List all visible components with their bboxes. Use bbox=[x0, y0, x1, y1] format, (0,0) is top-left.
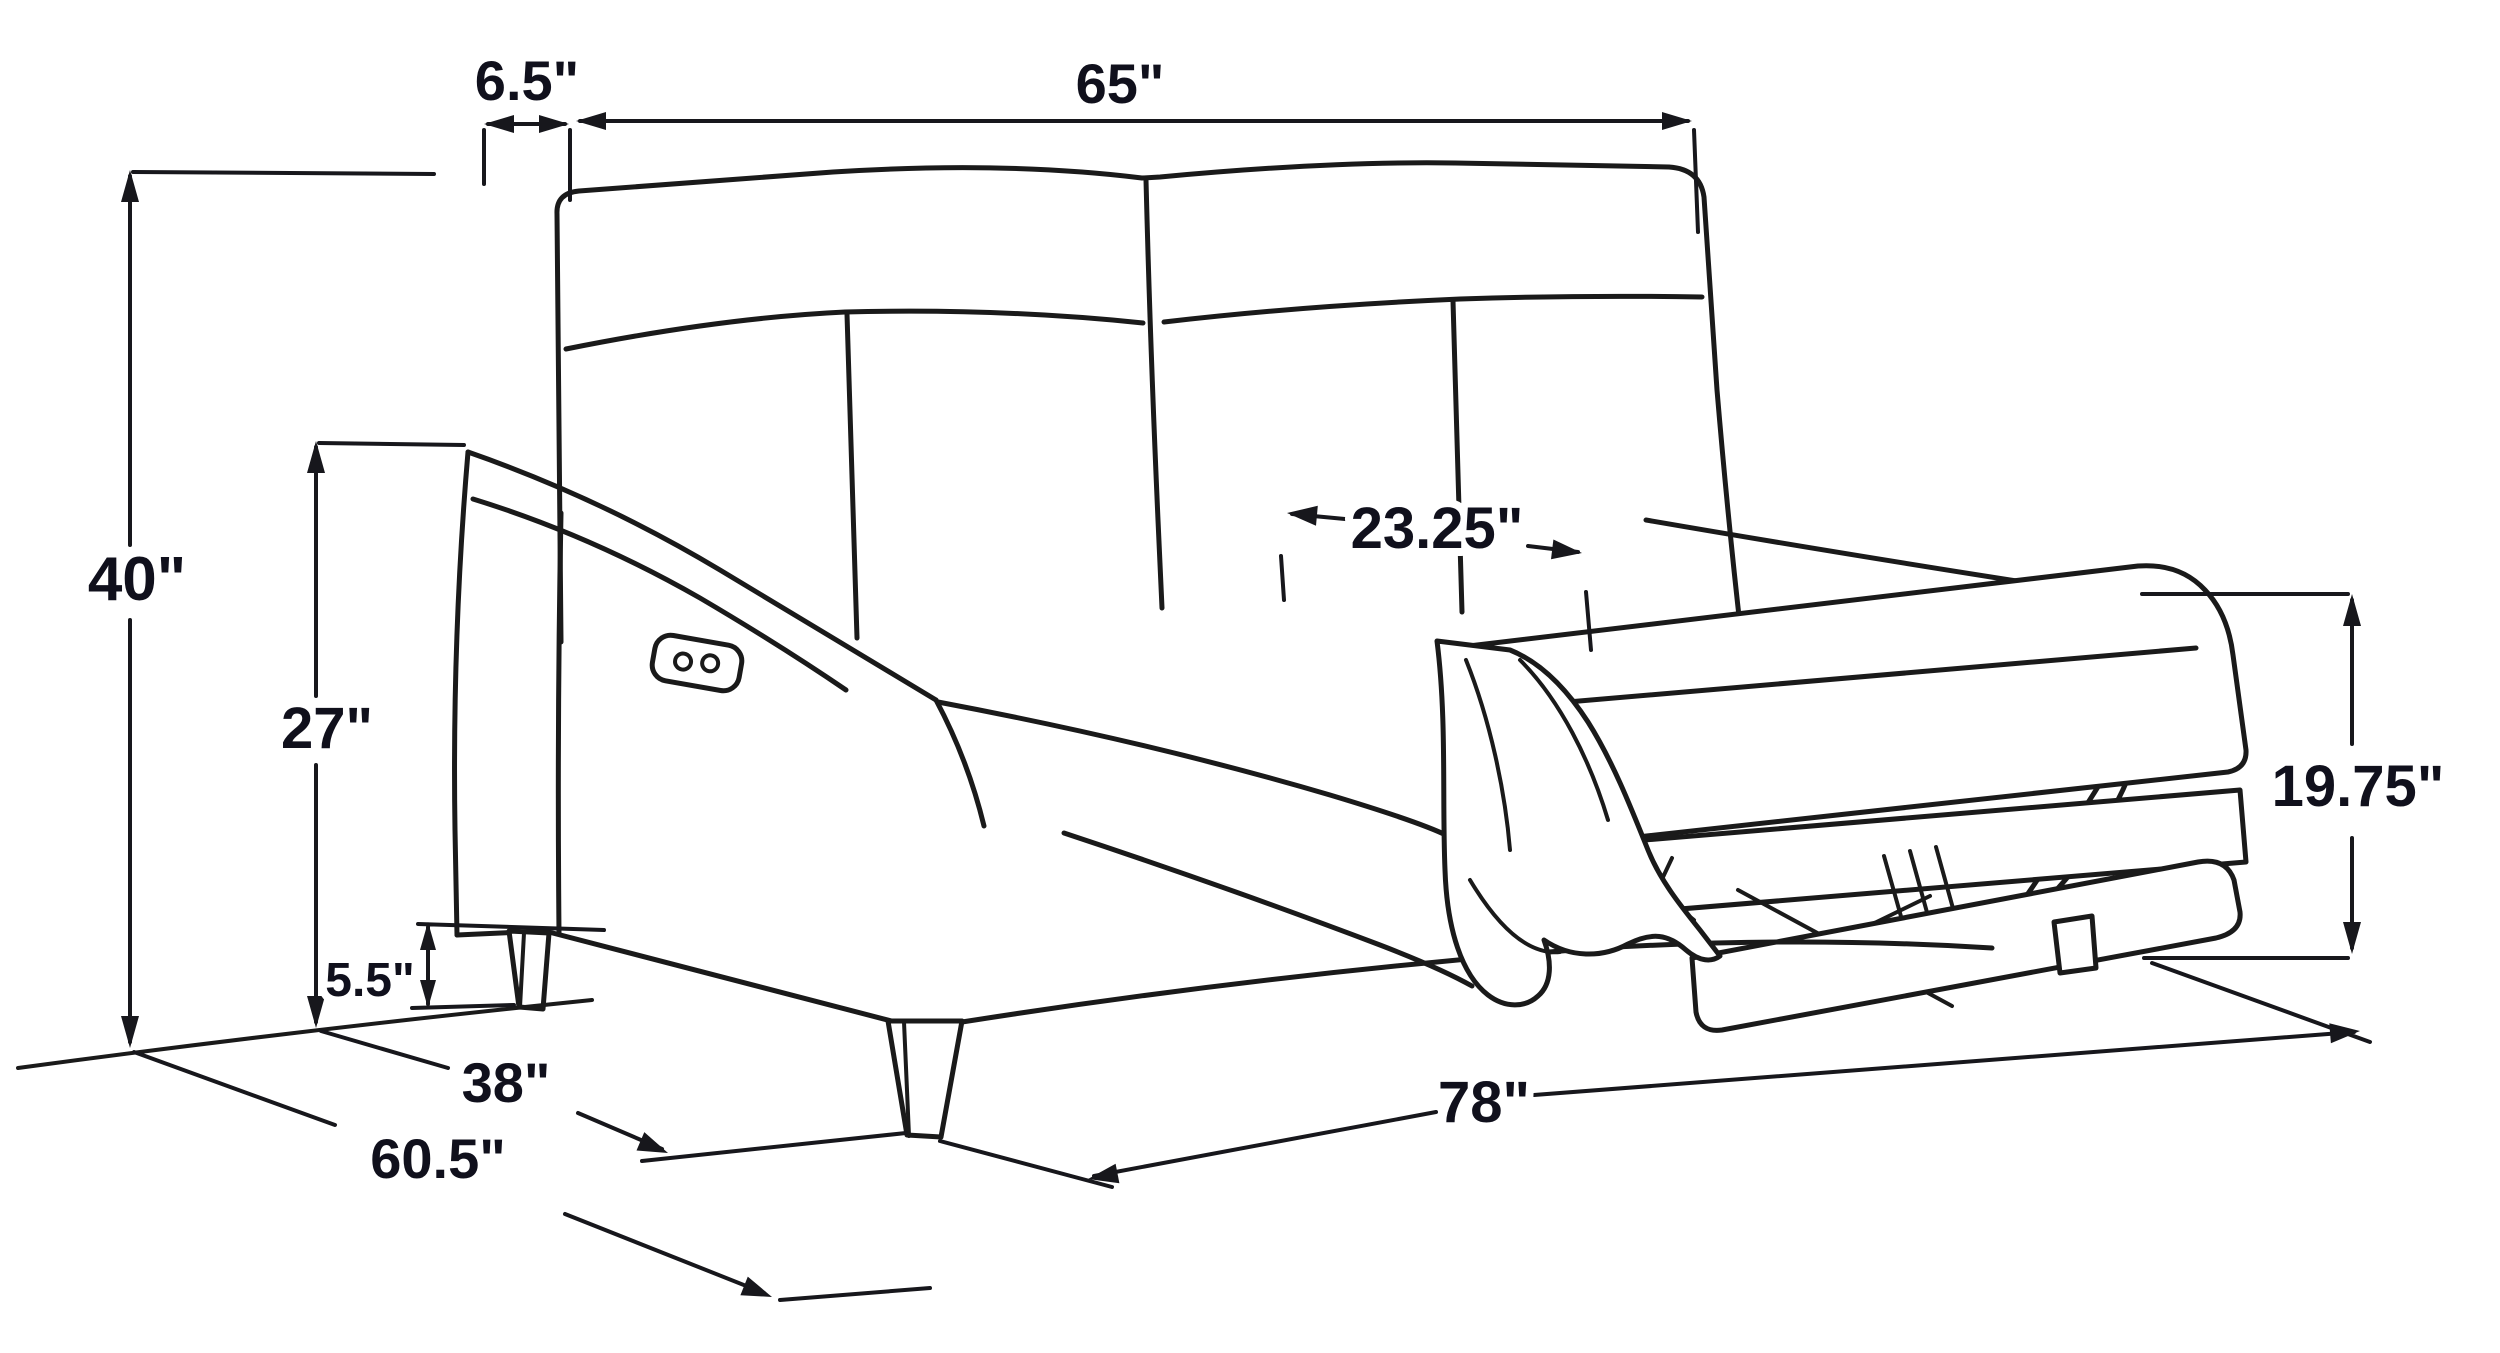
label-overall-depth: 60.5" bbox=[370, 1127, 506, 1190]
arm-front-seam bbox=[555, 510, 564, 936]
dim-arm-height: 27" bbox=[273, 441, 466, 1028]
label-arm-height: 27" bbox=[281, 696, 373, 761]
dimension-annotations: 40" 27" 5.5" 6.5" 65" bbox=[80, 41, 2452, 1302]
ground-line bbox=[16, 998, 594, 1070]
seat-front-edge bbox=[935, 699, 1451, 839]
sofa-legs bbox=[506, 928, 965, 1140]
arm-roll-seam bbox=[470, 496, 849, 693]
headrest-seam-left bbox=[563, 308, 1146, 352]
left-back-cushion-seam bbox=[844, 311, 860, 641]
dim-arm-width: 6.5" bbox=[467, 41, 587, 202]
dim-overall-height: 40" bbox=[80, 170, 436, 1048]
label-overall-width: 78" bbox=[1438, 1070, 1530, 1135]
label-arm-width: 6.5" bbox=[475, 49, 579, 112]
arm-top-roll bbox=[465, 449, 939, 703]
dim-overall-depth: 60.5" bbox=[132, 1050, 932, 1302]
label-footrest-height: 19.75" bbox=[2272, 754, 2445, 819]
back-cushion-split-seam bbox=[1143, 177, 1165, 611]
left-seat-cushion bbox=[933, 697, 1475, 989]
dim-overall-width: 78" bbox=[938, 961, 2372, 1189]
label-seat-depth: 38" bbox=[462, 1051, 551, 1114]
sofa-left-arm bbox=[452, 449, 939, 938]
dim-seat-depth: 38" bbox=[319, 1029, 908, 1163]
power-recline-button-icon bbox=[649, 632, 745, 694]
dim-footrest-height: 19.75" bbox=[2140, 592, 2452, 960]
center-fabric-drape bbox=[1434, 638, 1723, 1008]
sofa-backrest bbox=[554, 160, 1744, 645]
sofa-drawing bbox=[16, 160, 2249, 1140]
seat-slab-seam bbox=[1472, 645, 2199, 713]
dim-seat-width: 23.25" bbox=[1279, 488, 1593, 652]
label-back-span: 65" bbox=[1076, 52, 1165, 115]
footrest-support-foot bbox=[2051, 913, 2099, 976]
dim-back-span: 65" bbox=[576, 44, 1700, 234]
front-left-leg bbox=[885, 1018, 965, 1140]
reclined-seat-slab bbox=[1449, 563, 2249, 844]
label-leg-height: 5.5" bbox=[325, 954, 414, 1007]
label-seat-width: 23.25" bbox=[1351, 496, 1524, 561]
back-left-leg bbox=[506, 928, 552, 1012]
right-back-cushion-seam bbox=[1450, 298, 1465, 615]
seat-side-curve bbox=[933, 697, 987, 829]
left-side-bottom-rail bbox=[542, 928, 906, 1027]
dim-leg-height: 5.5" bbox=[317, 922, 606, 1015]
label-overall-height: 40" bbox=[88, 545, 186, 614]
seat-bottom-seam bbox=[1061, 830, 1475, 989]
headrest-seam-right bbox=[1161, 293, 1705, 325]
